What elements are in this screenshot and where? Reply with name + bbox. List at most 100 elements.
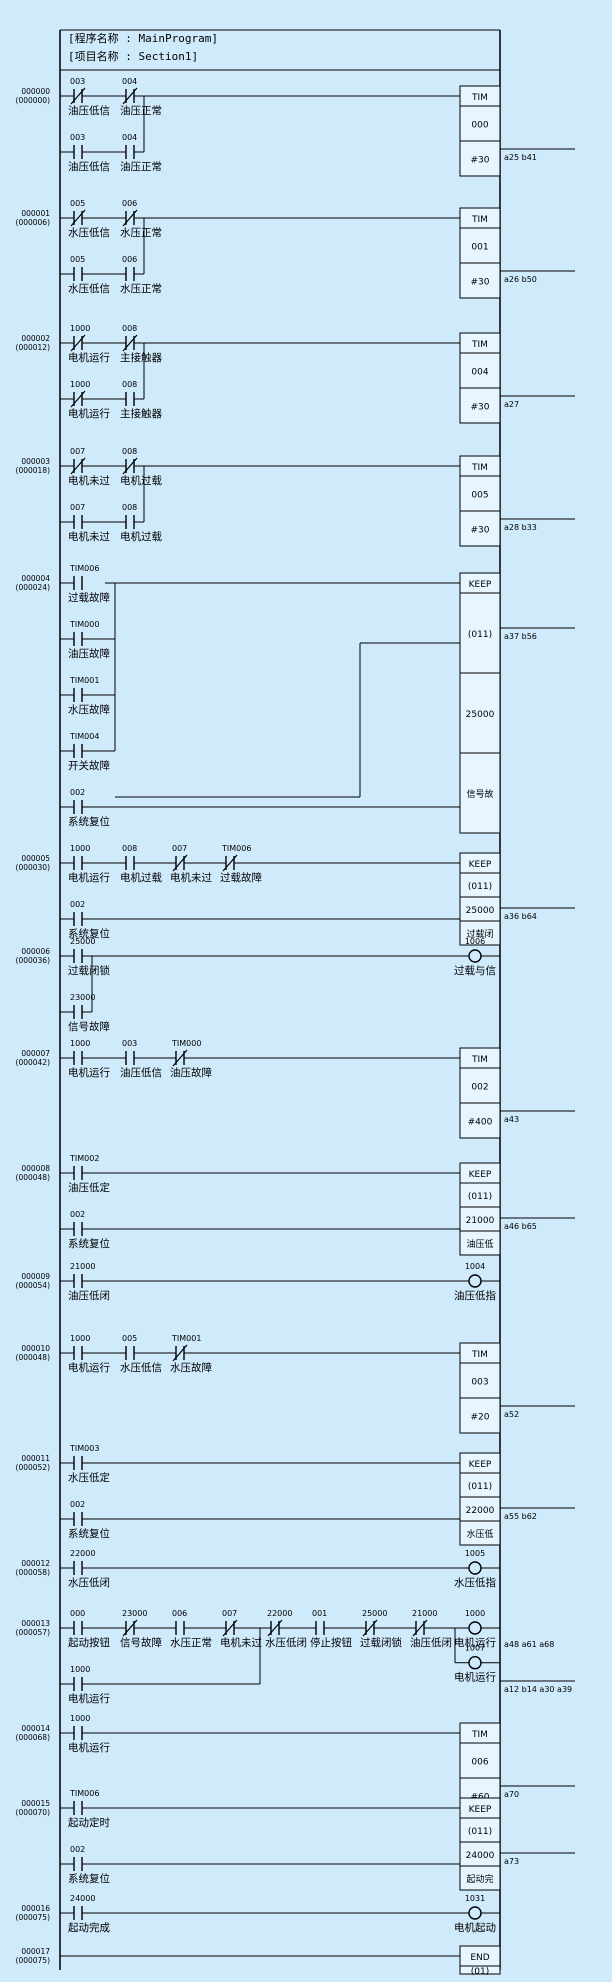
contact-7-0-label: 电机运行 xyxy=(68,1066,110,1079)
contact-13-8-address: 1000 xyxy=(70,1665,90,1674)
xref-10: a52 xyxy=(504,1410,519,1419)
xref-5: a36 b64 xyxy=(504,912,537,921)
rung-address-12: 000012 xyxy=(21,1559,50,1568)
contact-5-0-address: 1000 xyxy=(70,844,90,853)
instruction-block-0 xyxy=(459,85,501,177)
contact-12-0-address: 22000 xyxy=(70,1549,95,1558)
contact-1-0-address: 005 xyxy=(70,199,85,208)
block-operand-17-0: (01) xyxy=(471,1967,489,1977)
contact-9-0-label: 油压低闭 xyxy=(68,1289,110,1302)
rung-address-6: 000006 xyxy=(21,947,50,956)
contact-3-1-label: 电机过载 xyxy=(120,474,162,487)
rung-address-0: 000000 xyxy=(21,87,50,96)
block-operand-10-0: 003 xyxy=(471,1378,488,1388)
xref-15: a73 xyxy=(504,1857,519,1866)
contact-0-0-slash xyxy=(70,87,86,105)
contact-1-1-address: 006 xyxy=(122,199,137,208)
rung-address-3: 000003 xyxy=(21,457,50,466)
xref-8: a46 b65 xyxy=(504,1222,537,1231)
contact-11-0-address: TIM003 xyxy=(69,1444,99,1453)
rung-step-0: (000000) xyxy=(16,96,51,105)
block-operand-3-1: #30 xyxy=(471,526,490,536)
block-name-4: KEEP xyxy=(469,580,492,590)
contact-7-1-label: 油压低信 xyxy=(120,1066,162,1079)
contact-0-0-label: 油压低信 xyxy=(68,104,110,117)
contact-2-3-label: 主接触器 xyxy=(120,407,162,420)
contact-4-4-address: 002 xyxy=(70,788,85,797)
instruction-block-11 xyxy=(459,1452,501,1546)
contact-7-1-address: 003 xyxy=(122,1039,137,1048)
contact-7-2-label: 油压故障 xyxy=(170,1066,212,1079)
contact-13-5-label: 停止按钮 xyxy=(310,1636,352,1649)
contact-13-1-label: 信号故障 xyxy=(120,1636,162,1649)
block-operand-5-2: 过载闭 xyxy=(466,928,493,940)
contact-4-2-address: TIM001 xyxy=(69,676,99,685)
instruction-block-2 xyxy=(459,332,501,424)
contact-5-2-slash xyxy=(172,854,188,872)
block-operand-8-1: 21000 xyxy=(466,1216,495,1226)
instruction-block-1 xyxy=(459,207,501,299)
block-operand-11-0: (011) xyxy=(468,1482,492,1492)
block-name-7: TIM xyxy=(471,1055,488,1065)
rung-address-17: 000017 xyxy=(21,1947,50,1956)
block-operand-1-1: #30 xyxy=(471,278,490,288)
contact-4-3-address: TIM004 xyxy=(69,732,99,741)
block-name-2: TIM xyxy=(471,340,488,350)
instruction-block-10 xyxy=(459,1342,501,1434)
coil-label-12: 水压低指 xyxy=(454,1576,496,1589)
block-operand-4-0: (011) xyxy=(468,630,492,640)
contact-4-0-label: 过载故障 xyxy=(68,591,110,604)
contact-5-3-label: 过载故障 xyxy=(220,871,262,884)
contact-2-2-label: 电机运行 xyxy=(68,407,110,420)
instruction-block-8 xyxy=(459,1162,501,1256)
rung-step-3: (000018) xyxy=(16,466,51,475)
contact-13-2-label: 水压正常 xyxy=(170,1636,212,1649)
xref-11: a55 b62 xyxy=(504,1512,537,1521)
coil-address-9: 1004 xyxy=(465,1262,485,1271)
xref-3: a28 b33 xyxy=(504,523,537,532)
contact-1-3-address: 006 xyxy=(122,255,137,264)
rung-step-14: (000068) xyxy=(16,1733,51,1742)
contact-13-7-slash xyxy=(412,1619,428,1637)
contact-4-0-address: TIM006 xyxy=(69,564,99,573)
contact-1-3-label: 水压正常 xyxy=(120,282,162,295)
contact-1-0-label: 水压低信 xyxy=(68,226,110,239)
block-operand-8-2: 油压低 xyxy=(466,1238,493,1250)
contact-5-4-address: 002 xyxy=(70,900,85,909)
contact-14-0-address: 1000 xyxy=(70,1714,90,1723)
coil-address-16: 1031 xyxy=(465,1894,485,1903)
block-operand-0-0: 000 xyxy=(471,121,488,131)
contact-3-1-slash xyxy=(122,457,138,475)
contact-11-1-address: 002 xyxy=(70,1500,85,1509)
contact-15-0-label: 起动定时 xyxy=(68,1816,110,1829)
contact-13-1-address: 23000 xyxy=(122,1609,147,1618)
contact-0-1-label: 油压正常 xyxy=(120,104,162,117)
rung-address-14: 000014 xyxy=(21,1724,50,1733)
contact-6-1-label: 信号故障 xyxy=(68,1020,110,1033)
output-coil-12 xyxy=(468,1561,482,1575)
block-operand-15-2: 起动完 xyxy=(466,1873,493,1885)
coil-label-6: 过载与信 xyxy=(454,964,496,977)
xref2-13: a48 a61 a68 xyxy=(504,1640,554,1649)
block-operand-2-0: 004 xyxy=(471,368,488,378)
block-operand-2-1: #30 xyxy=(471,403,490,413)
contact-3-3-label: 电机过载 xyxy=(120,530,162,543)
xref-13: a12 b14 a30 a39 xyxy=(504,1685,572,1694)
xref-14: a70 xyxy=(504,1790,519,1799)
contact-0-2-address: 003 xyxy=(70,133,85,142)
block-name-8: KEEP xyxy=(469,1170,492,1180)
output-coil-16 xyxy=(468,1906,482,1920)
contact-7-2-slash xyxy=(172,1049,188,1067)
contact-10-1-label: 水压低信 xyxy=(120,1361,162,1374)
contact-13-1-slash xyxy=(122,1619,138,1637)
contact-2-0-label: 电机运行 xyxy=(68,351,110,364)
rung-address-15: 000015 xyxy=(21,1799,50,1808)
contact-4-4-label: 系统复位 xyxy=(68,815,110,828)
contact-5-3-address: TIM006 xyxy=(221,844,251,853)
contact-5-4-label: 系统复位 xyxy=(68,927,110,940)
rung-address-13: 000013 xyxy=(21,1619,50,1628)
block-operand-15-0: (011) xyxy=(468,1827,492,1837)
block-name-10: TIM xyxy=(471,1350,488,1360)
contact-13-4-label: 水压低闭 xyxy=(265,1636,307,1649)
coil-label-16: 电机起动 xyxy=(454,1921,496,1934)
